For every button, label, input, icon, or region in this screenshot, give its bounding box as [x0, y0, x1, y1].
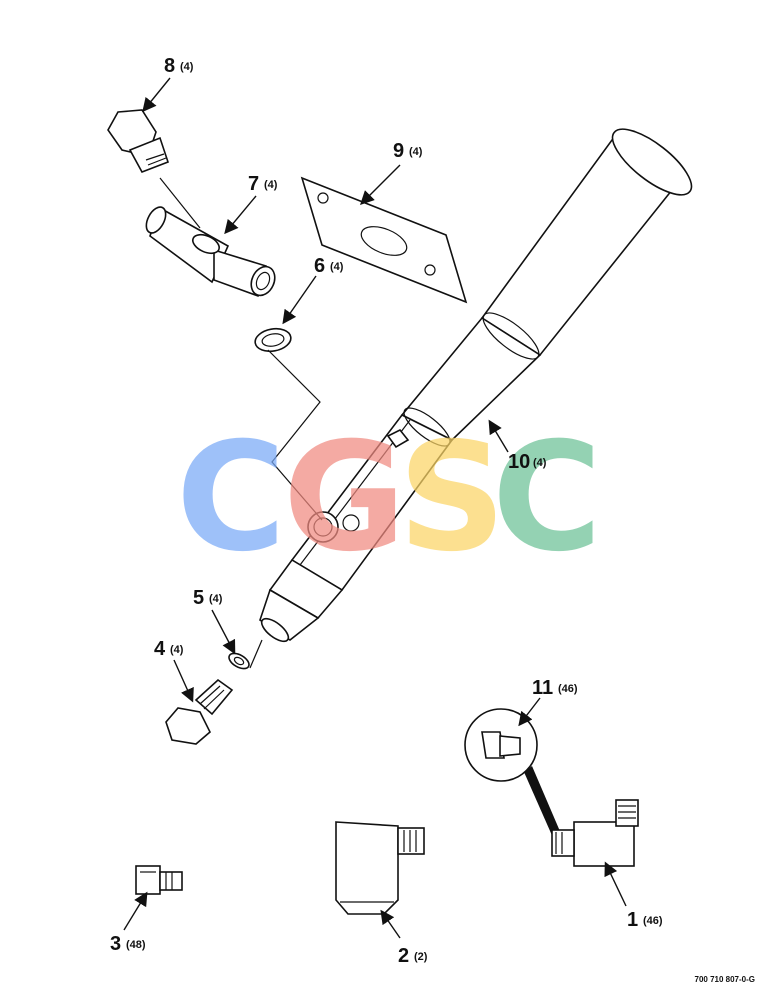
- callout-6-number: 6: [314, 255, 325, 277]
- watermark-letter-c2: C: [492, 411, 602, 585]
- callout-11-qty: (46): [558, 683, 578, 695]
- callout-6-qty: (4): [330, 261, 344, 273]
- cgsc-watermark: C G S C: [176, 411, 602, 585]
- figure-reference-code: 700 710 807-0-G: [695, 975, 756, 984]
- callout-labels: 8 (4) 7 (4) 9 (4) 6 (4) 10 (4) 5 (4) 4 (…: [110, 55, 663, 967]
- callout-5-qty: (4): [209, 593, 223, 605]
- hex-plug-part-4: [165, 678, 234, 745]
- callout-10-number: 10: [508, 451, 530, 473]
- tube-assembly-part-10: [259, 128, 693, 643]
- callout-11-number: 11: [532, 677, 553, 699]
- watermark-letter-s: S: [398, 411, 506, 585]
- detail-view-part-11: [464, 708, 562, 840]
- callout-2-qty: (2): [414, 951, 428, 963]
- callout-9-number: 9: [393, 140, 404, 162]
- callout-8-number: 8: [164, 55, 175, 77]
- callout-3-qty: (48): [126, 939, 146, 951]
- callout-8-qty: (4): [180, 61, 194, 73]
- callout-2-number: 2: [398, 945, 409, 967]
- callout-10-qty: (4): [533, 457, 547, 469]
- hex-bolt-part-8: [107, 109, 170, 173]
- tall-elbow-part-2: [335, 821, 425, 915]
- leader-lines: [123, 77, 627, 939]
- elbow-fitting-part-1: [551, 799, 639, 867]
- callout-5-number: 5: [193, 587, 204, 609]
- callout-4-qty: (4): [170, 644, 184, 656]
- watermark-letter-c1: C: [176, 411, 286, 585]
- o-ring-part-6: [254, 327, 292, 353]
- tee-fitting-part-7: [145, 206, 276, 298]
- plug-fitting-part-3: [135, 865, 183, 895]
- gasket-plate-part-9: [300, 176, 468, 304]
- callout-1-number: 1: [627, 909, 638, 931]
- callout-1-qty: (46): [643, 915, 663, 927]
- callout-7-number: 7: [248, 173, 259, 195]
- callout-7-qty: (4): [264, 179, 278, 191]
- callout-4-number: 4: [154, 638, 166, 660]
- callout-9-qty: (4): [409, 146, 423, 158]
- watermark-letter-g: G: [283, 411, 406, 585]
- assembly-centerline: [159, 177, 323, 521]
- callout-3-number: 3: [110, 933, 121, 955]
- washer-part-5: [228, 639, 263, 670]
